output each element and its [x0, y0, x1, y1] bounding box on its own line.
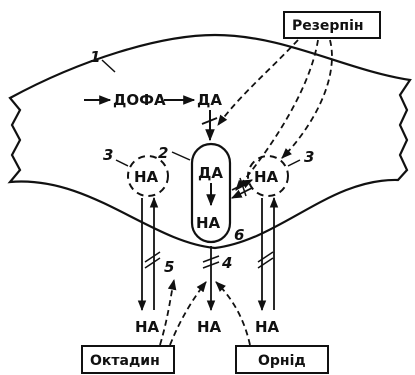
- number-1: 1: [90, 48, 100, 66]
- ornid-label: Орнід: [258, 353, 306, 369]
- da-top-label: ДА: [197, 91, 222, 109]
- number-3-right: 3: [304, 148, 314, 166]
- da-vesicle-label: ДА: [198, 164, 223, 182]
- octadine-label: Октадин: [90, 353, 160, 369]
- number-6: 6: [234, 226, 244, 244]
- label-3-left-leader: [116, 160, 128, 166]
- na-bottom-left-label: НА: [135, 318, 160, 336]
- number-2: 2: [158, 144, 168, 162]
- na-bottom-center-label: НА: [197, 318, 222, 336]
- label-2-leader: [172, 152, 190, 160]
- block-mark-5a: [145, 252, 160, 262]
- reserpine-arrow-1: [218, 40, 298, 125]
- na-right-label: НА: [254, 168, 279, 186]
- na-vesicle-label: НА: [196, 214, 221, 232]
- na-left-label: НА: [134, 168, 159, 186]
- block-mark-r-a: [258, 252, 273, 262]
- na-bottom-right-label: НА: [255, 318, 280, 336]
- block-mark-5b: [145, 258, 160, 268]
- label-1-leader: [102, 60, 115, 72]
- label-3-right-leader: [288, 160, 300, 166]
- number-5: 5: [164, 258, 174, 276]
- reserpine-label: Резерпін: [292, 18, 364, 34]
- number-3-left: 3: [103, 146, 113, 164]
- block-mark-r-b: [258, 258, 273, 268]
- octadine-arrow-1: [160, 280, 174, 345]
- dofa-label: ДОФА: [113, 91, 166, 109]
- number-4: 4: [221, 254, 232, 272]
